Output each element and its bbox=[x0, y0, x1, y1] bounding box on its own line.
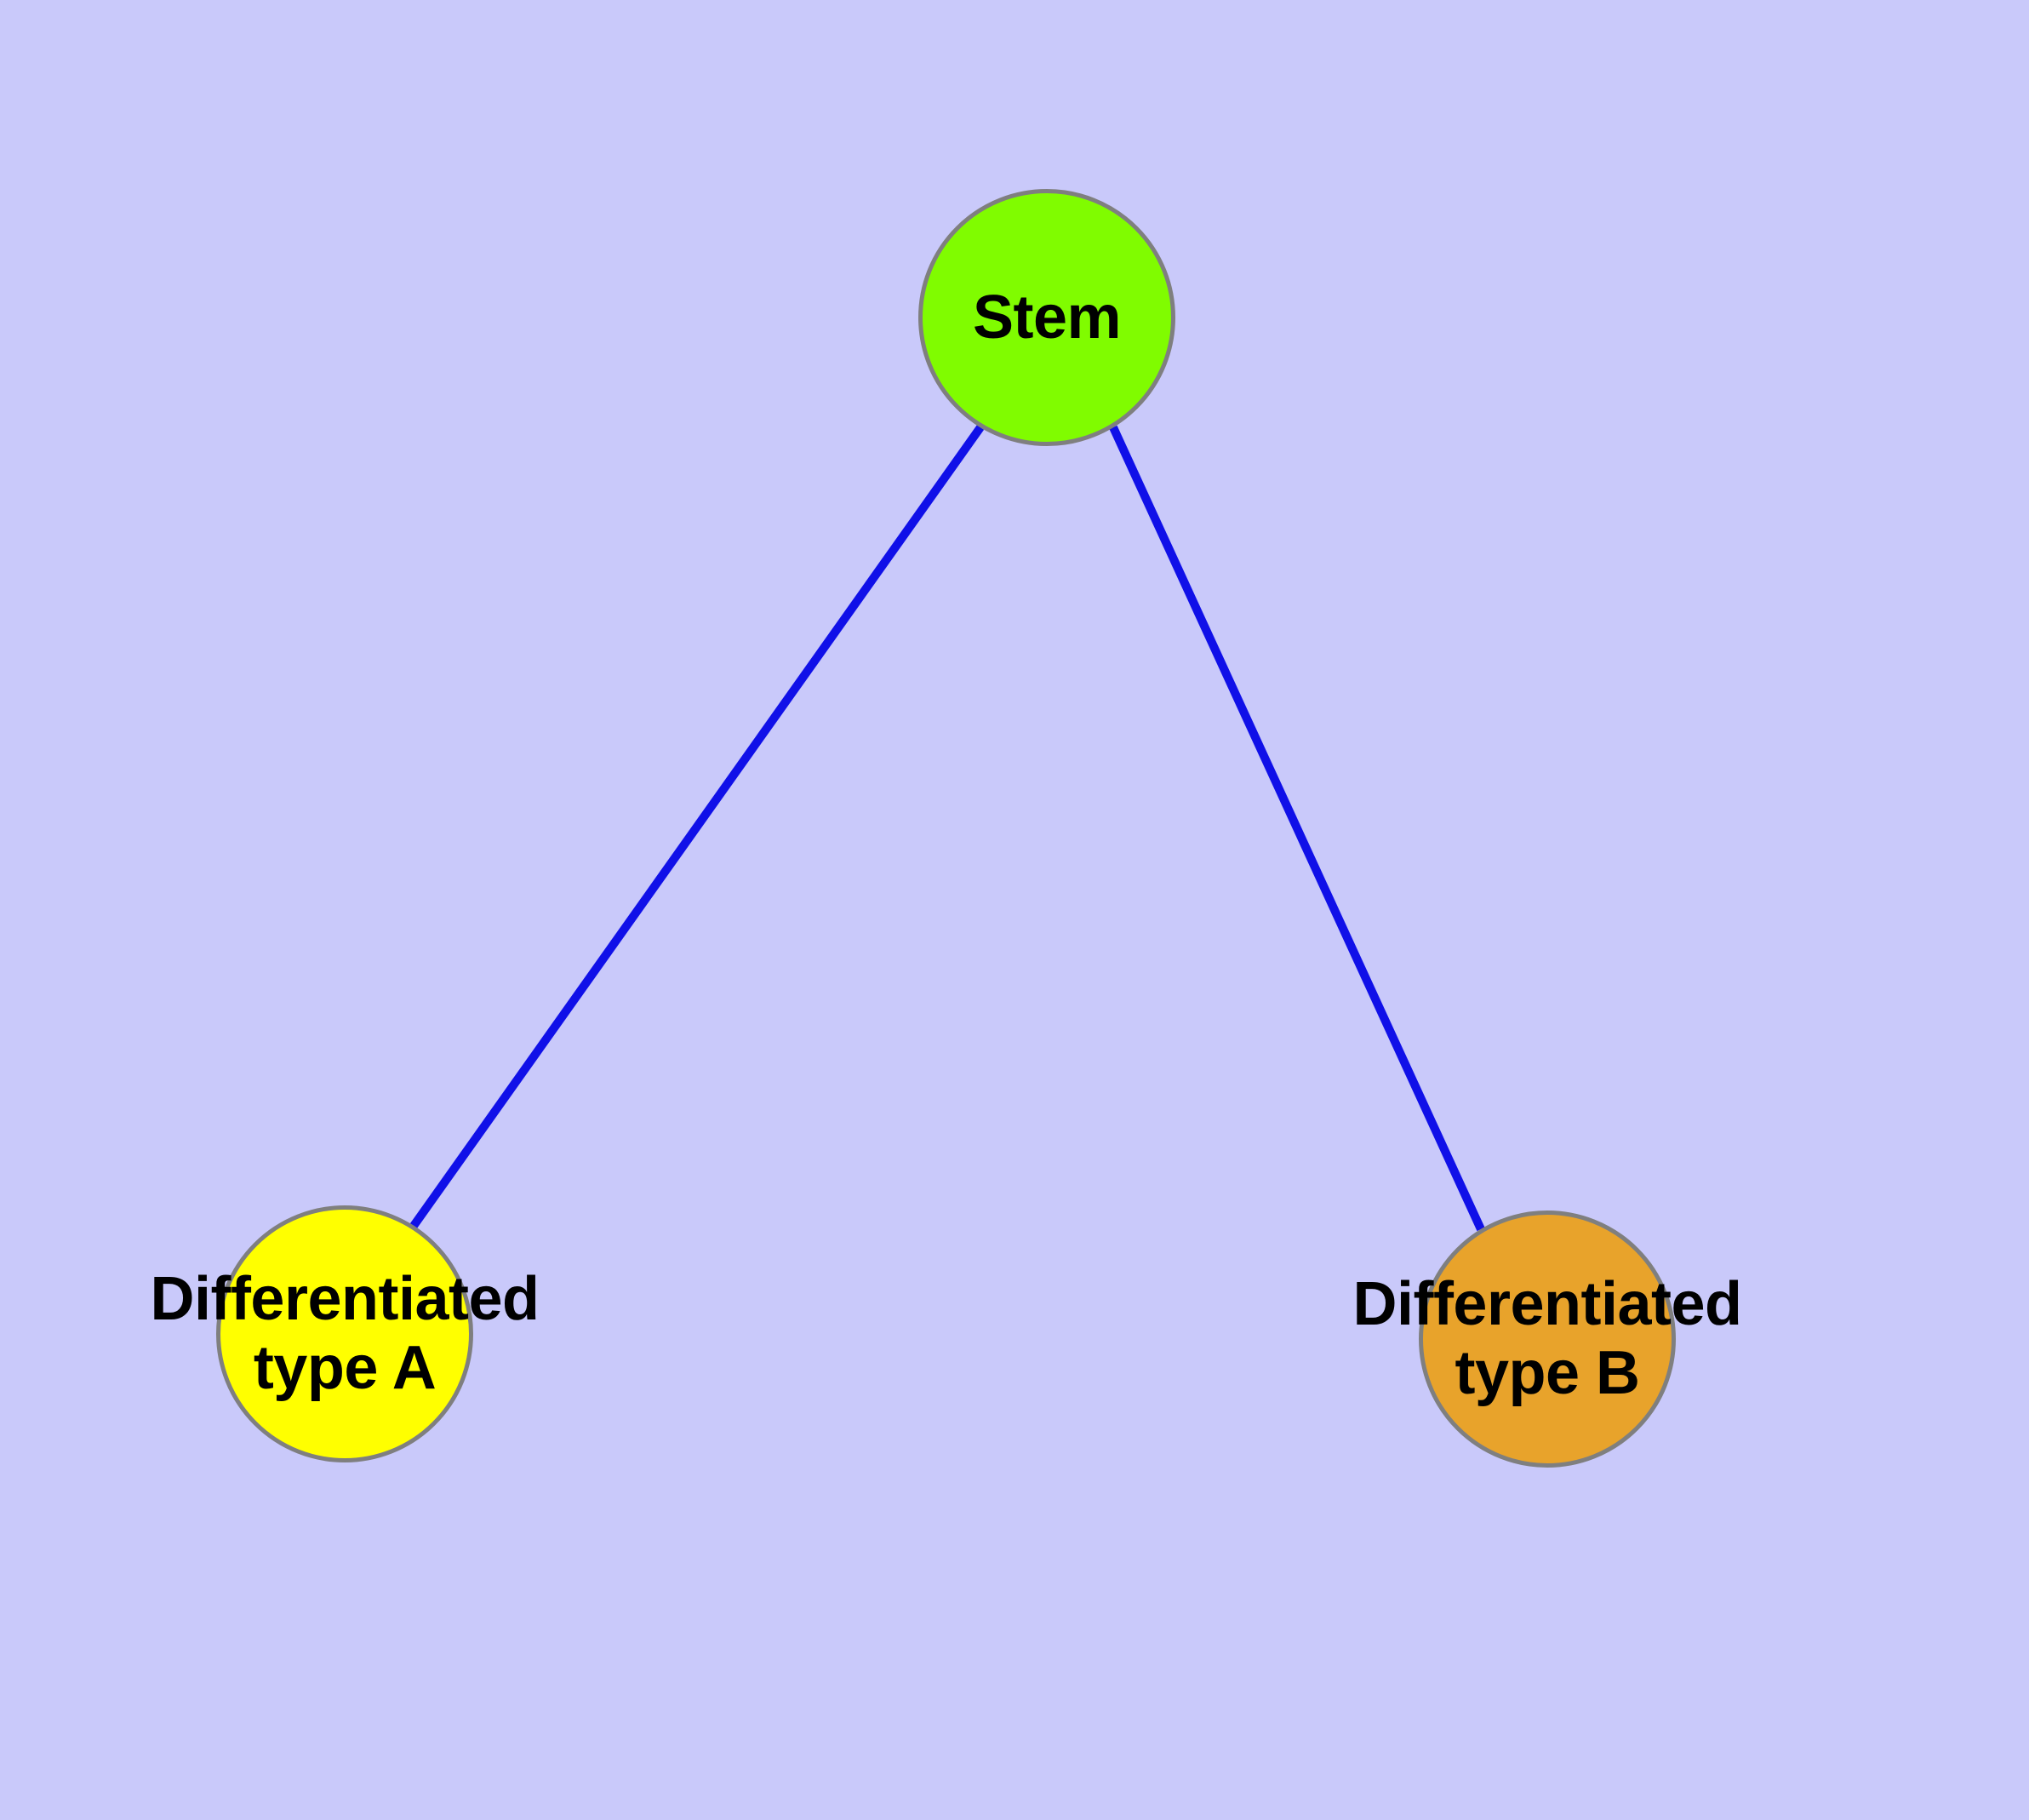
node-diff_a[interactable] bbox=[216, 1205, 473, 1462]
node-stem[interactable] bbox=[918, 189, 1175, 446]
edges-group bbox=[409, 425, 1485, 1232]
edge-stem-to-diff-b[interactable] bbox=[1109, 425, 1485, 1232]
node-diff_b[interactable] bbox=[1419, 1210, 1676, 1468]
edge-stem-to-diff-a[interactable] bbox=[409, 425, 985, 1228]
